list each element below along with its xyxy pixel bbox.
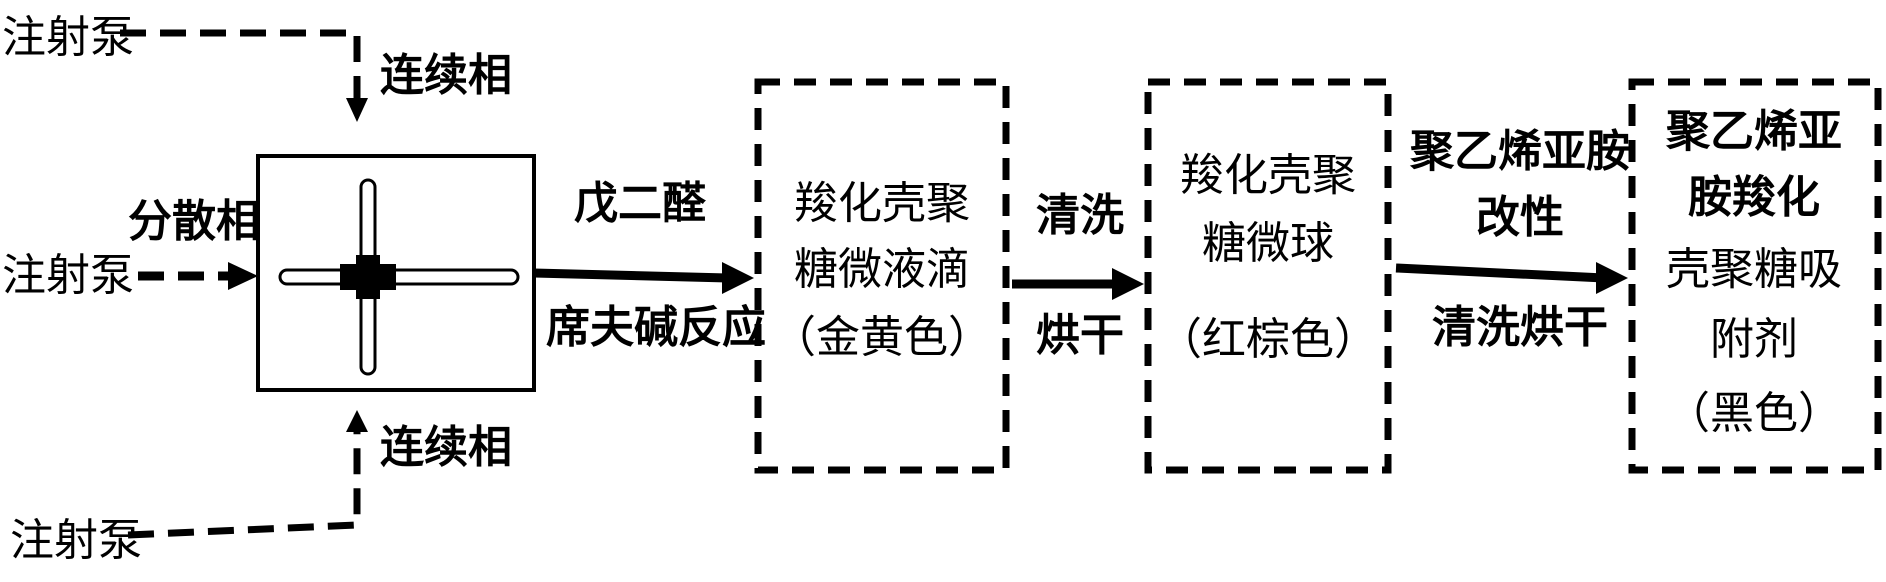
box3-line-4: 附剂 [1710, 314, 1798, 365]
pei-carboxylated-chitosan-adsorbent-box [1628, 78, 1882, 474]
box2-line-3: （红棕色） [1158, 314, 1378, 365]
arrow-box2-to-box3-head [1596, 262, 1628, 294]
box3-line-5: （黑色） [1666, 388, 1842, 439]
box3-line-1: 聚乙烯亚 [1665, 106, 1842, 157]
arrow-box2-to-box3 [1395, 263, 1605, 283]
syringe-pump-bottom-label: 注射泵 [10, 515, 142, 566]
dry-label: 烘干 [1036, 310, 1124, 361]
carboxylated-chitosan-droplets-box [754, 78, 1010, 474]
pei-modification-label-1: 聚乙烯亚胺 [1409, 126, 1630, 177]
arrow-mixer-to-box1-head [722, 262, 754, 294]
dispersed-phase-label: 分散相 [128, 196, 260, 247]
box1-line-2: 糖微液滴 [794, 244, 970, 295]
bottom-feed-arrowhead [346, 410, 368, 432]
top-feed-arrowhead [346, 98, 368, 122]
box2-line-2: 糖微球 [1202, 218, 1334, 269]
box3-line-2: 胺羧化 [1688, 172, 1820, 223]
wash-label: 清洗 [1036, 190, 1124, 241]
syringe-pump-top-label: 注射泵 [2, 12, 134, 63]
arrow-mixer-to-box1 [533, 268, 729, 283]
continuous-phase-bottom-label: 连续相 [380, 422, 512, 473]
continuous-phase-top-label: 连续相 [380, 50, 512, 101]
carboxylated-chitosan-microspheres-box [1144, 78, 1392, 474]
microfluidic-chip [256, 154, 536, 392]
box2-line-1: 羧化壳聚 [1180, 150, 1356, 201]
box1-line-1: 羧化壳聚 [794, 178, 970, 229]
box1-line-3: （金黄色） [772, 312, 992, 363]
syringe-pump-left-label: 注射泵 [2, 250, 134, 301]
top-feed-line [120, 29, 361, 105]
bottom-feed-line [127, 430, 361, 539]
schiff-base-reaction-label: 席夫碱反应 [546, 302, 766, 353]
arrow-box1-to-box2-head [1112, 268, 1144, 300]
box3-line-3: 壳聚糖吸 [1666, 244, 1842, 295]
glutaraldehyde-label: 戊二醛 [574, 178, 706, 229]
pei-modification-label-2: 改性 [1476, 192, 1564, 243]
left-feed-arrowhead [228, 262, 258, 290]
wash-dry-label: 清洗烘干 [1432, 302, 1608, 353]
